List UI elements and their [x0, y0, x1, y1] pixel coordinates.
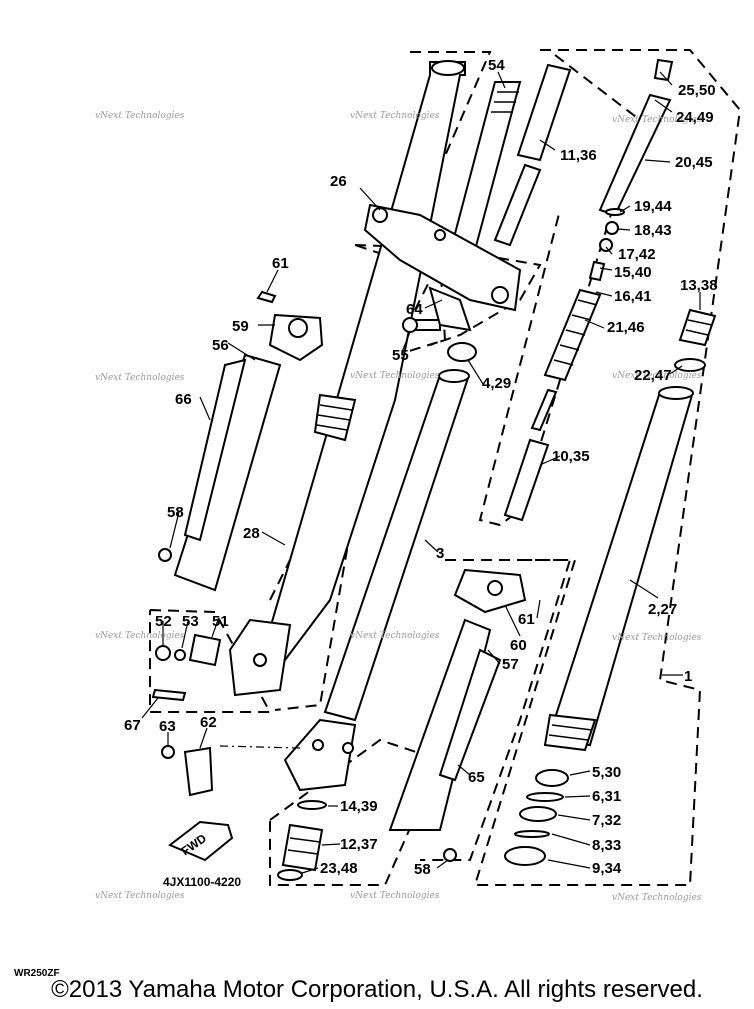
callout-10-35: 10,35	[552, 448, 590, 465]
fork-guard-upper	[173, 290, 324, 592]
callout-8-33: 8,33	[592, 837, 621, 854]
axle-holder-parts	[151, 633, 222, 702]
seal-4-29	[447, 342, 477, 362]
fwd-arrow-icon: FWD	[168, 820, 234, 862]
callout-1: 1	[684, 668, 692, 685]
svg-text:vNext Technologies: vNext Technologies	[612, 633, 702, 643]
cap-stack	[588, 58, 674, 282]
callout-25-50: 25,50	[678, 82, 716, 99]
damper-assembly	[493, 63, 602, 522]
svg-text:vNext Technologies: vNext Technologies	[612, 115, 702, 125]
bottom-valve	[277, 800, 327, 881]
svg-text:vNext Technologies: vNext Technologies	[95, 631, 185, 641]
bolt-58-lower	[443, 848, 457, 862]
leader-lines	[141, 71, 701, 874]
callout-14-39: 14,39	[340, 798, 378, 815]
callout-18-43: 18,43	[634, 222, 672, 239]
callout-55: 55	[392, 347, 409, 364]
copyright-notice: ©2013 Yamaha Motor Corporation, U.S.A. A…	[51, 976, 703, 1003]
callout-51: 51	[212, 613, 229, 630]
cap-bolt	[674, 308, 717, 372]
drawing-code: WR250ZF	[14, 968, 60, 979]
under-bracket	[363, 203, 522, 312]
callout-24-49: 24,49	[676, 109, 714, 126]
inner-tube-center	[283, 369, 470, 792]
callout-15-40: 15,40	[614, 264, 652, 281]
svg-text:vNext Technologies: vNext Technologies	[612, 893, 702, 903]
svg-text:vNext Technologies: vNext Technologies	[95, 373, 185, 383]
svg-text:vNext Technologies: vNext Technologies	[95, 891, 185, 901]
callout-7-32: 7,32	[592, 812, 621, 829]
callout-11-36: 11,36	[560, 147, 597, 164]
svg-text:vNext Technologies: vNext Technologies	[350, 891, 440, 901]
callout-62: 62	[200, 714, 217, 731]
svg-text:vNext Technologies: vNext Technologies	[350, 111, 440, 121]
svg-text:vNext Technologies: vNext Technologies	[612, 371, 702, 381]
callout-64: 64	[406, 301, 423, 318]
callout-9-34: 9,34	[592, 860, 622, 877]
bushings-stack	[504, 769, 569, 866]
callout-61-lower: 61	[518, 611, 535, 628]
callout-12-37: 12,37	[340, 836, 378, 853]
bracket-bolts	[402, 286, 472, 333]
watermarks: vNext Technologies vNext Technologies vN…	[95, 111, 702, 903]
callout-66: 66	[175, 391, 192, 408]
part-number-label: 4JX1100-4220	[163, 875, 241, 889]
callout-52: 52	[155, 613, 172, 630]
callout-21-46: 21,46	[607, 319, 645, 336]
callout-6-31: 6,31	[592, 788, 621, 805]
callout-56: 56	[212, 337, 229, 354]
callout-23-48: 23,48	[320, 860, 358, 877]
callout-65: 65	[468, 769, 485, 786]
callout-60: 60	[510, 637, 527, 654]
callout-19-44: 19,44	[634, 198, 672, 215]
callout-26: 26	[330, 173, 347, 190]
front-fork-exploded-diagram: FWD	[95, 49, 742, 903]
callout-5-30: 5,30	[592, 764, 621, 781]
callout-28: 28	[243, 525, 260, 542]
svg-text:vNext Technologies: vNext Technologies	[350, 371, 440, 381]
callout-58-upper: 58	[167, 504, 184, 521]
callouts: 54 25,50 24,49 11,36 20,45 26 19,44 18,4…	[124, 57, 718, 889]
svg-text:vNext Technologies: vNext Technologies	[95, 111, 185, 121]
callout-53: 53	[182, 613, 199, 630]
outer-tube-right	[543, 386, 694, 752]
callout-54: 54	[488, 57, 505, 74]
callout-58-lower: 58	[414, 861, 431, 878]
callout-4-29: 4,29	[482, 375, 511, 392]
callout-59: 59	[232, 318, 249, 335]
callout-13-38: 13,38	[680, 277, 718, 294]
callout-22-47: 22,47	[634, 367, 672, 384]
callout-20-45: 20,45	[675, 154, 713, 171]
callout-61-upper: 61	[272, 255, 289, 272]
callout-16-41: 16,41	[614, 288, 652, 305]
svg-text:vNext Technologies: vNext Technologies	[350, 631, 440, 641]
callout-63: 63	[159, 718, 176, 735]
fork-guard-lower	[388, 568, 527, 831]
callout-3: 3	[436, 545, 444, 562]
hose-holder	[161, 745, 214, 797]
callout-2-27: 2,27	[648, 601, 677, 618]
callout-67: 67	[124, 717, 141, 734]
bolt-58-upper	[158, 548, 172, 562]
callout-17-42: 17,42	[618, 246, 656, 263]
callout-57: 57	[502, 656, 519, 673]
